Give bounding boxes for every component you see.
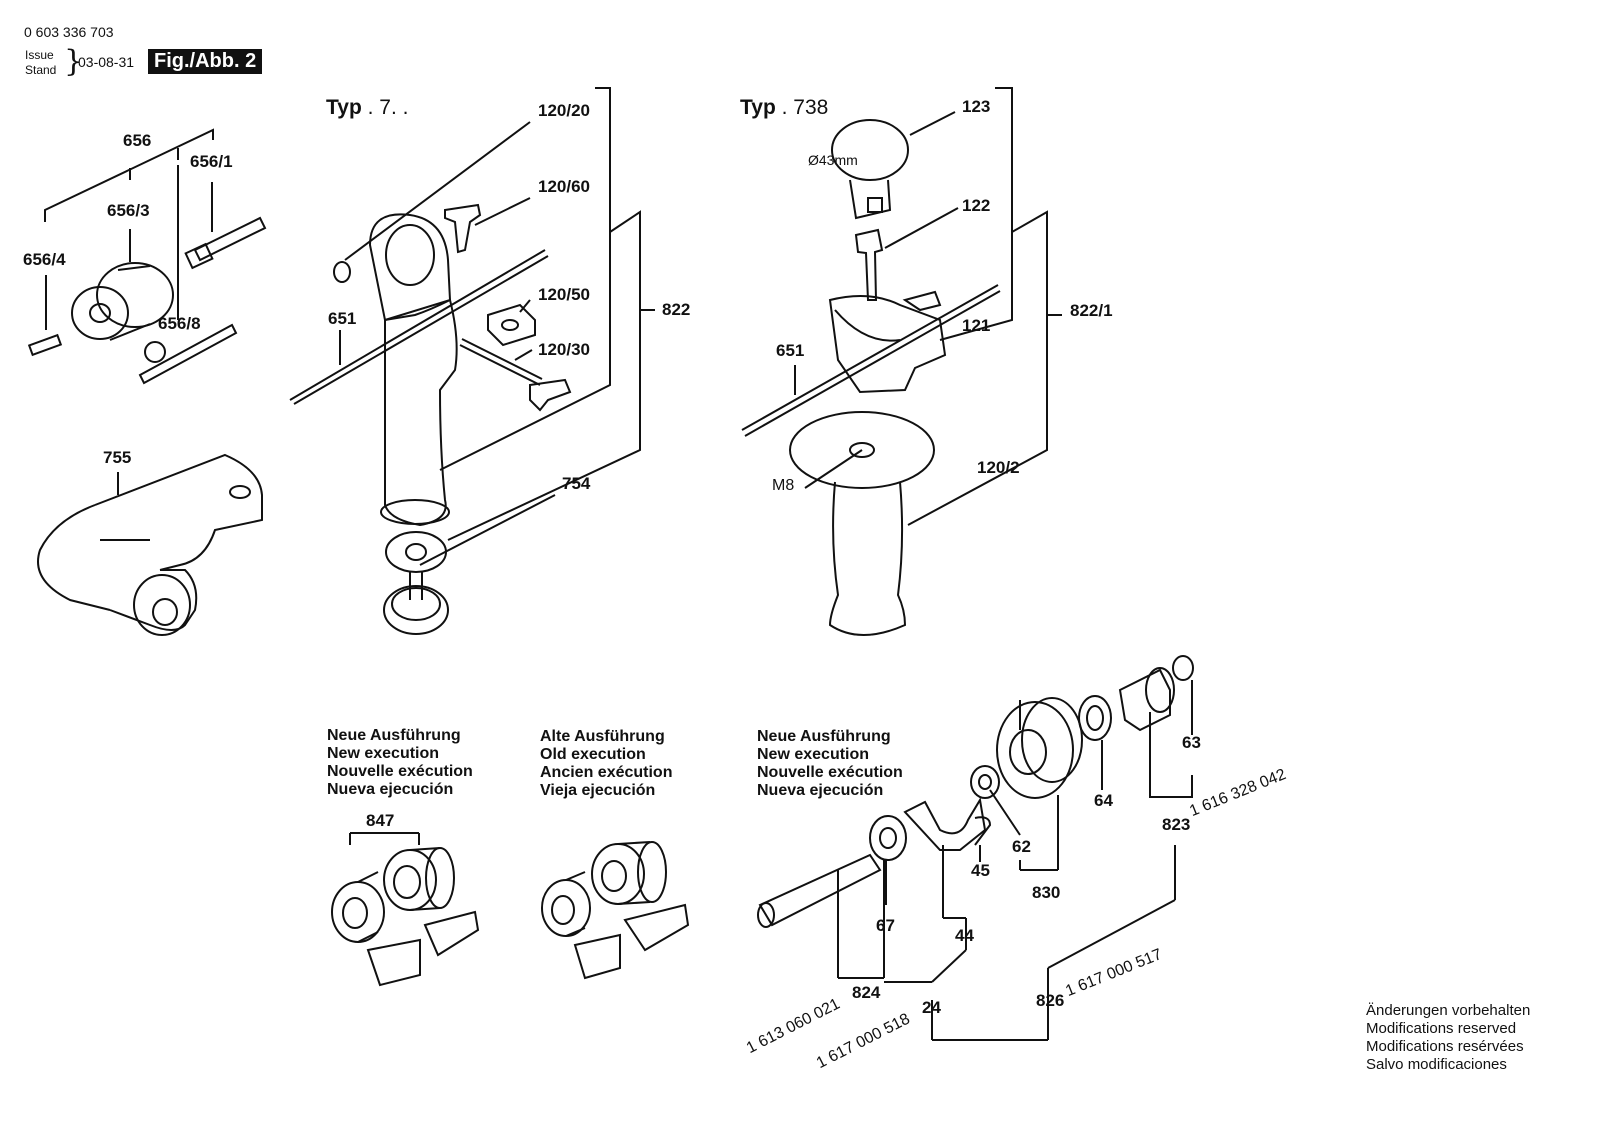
diameter-label: Ø43mm	[808, 152, 858, 168]
part-label-45: 45	[971, 861, 990, 880]
thread-label-m8: M8	[772, 477, 795, 494]
bracket-822	[440, 88, 655, 540]
issue-label: Issue	[25, 48, 54, 62]
part-label-651-right: 651	[776, 341, 805, 360]
part-label-826: 826	[1036, 991, 1065, 1010]
bracket-822-1	[908, 88, 1062, 525]
chuck-656-3	[72, 263, 173, 340]
bracket-656	[45, 130, 213, 222]
part-label-822-1: 822/1	[1070, 301, 1113, 320]
part-label-656: 656	[123, 131, 152, 150]
part-label-44: 44	[955, 926, 974, 945]
handle-assembly-7	[290, 205, 570, 634]
bushing-set-new	[332, 848, 478, 985]
part-label-656-4: 656/4	[23, 250, 66, 269]
part-label-62: 62	[1012, 837, 1031, 856]
part-number: 0 603 336 703	[24, 24, 114, 40]
part-label-64: 64	[1094, 791, 1113, 810]
part-label-656-3: 656/3	[107, 201, 150, 220]
part-label-63: 63	[1182, 733, 1201, 752]
brace-glyph: }	[64, 44, 84, 79]
part-label-120-2: 120/2	[977, 458, 1020, 477]
type-label-right: Typ . 738	[740, 96, 829, 119]
part-label-822: 822	[662, 300, 691, 319]
part-label-121: 121	[962, 316, 991, 335]
part-label-122: 122	[962, 196, 991, 215]
shank-656-1	[186, 218, 265, 268]
screw-656-4	[29, 335, 61, 355]
part-label-24: 24	[922, 998, 941, 1017]
part-label-120-30: 120/30	[538, 340, 590, 359]
part-label-830: 830	[1032, 883, 1061, 902]
issue-date: 03-08-31	[78, 54, 135, 70]
part-label-67: 67	[876, 916, 895, 935]
handle-assembly-738	[742, 120, 1000, 635]
part-label-651-left: 651	[328, 309, 357, 328]
part-label-823: 823	[1162, 815, 1191, 834]
part-label-755: 755	[103, 448, 132, 467]
key-656-8	[140, 325, 236, 383]
angle-attachment-755	[38, 455, 262, 635]
part-label-847: 847	[366, 811, 395, 830]
part-label-656-1: 656/1	[190, 152, 233, 171]
type-label-left: Typ . 7. .	[326, 96, 409, 119]
part-label-120-50: 120/50	[538, 285, 590, 304]
part-label-656-8: 656/8	[158, 314, 201, 333]
gear-assembly	[758, 656, 1193, 927]
figure-label: Fig./Abb. 2	[148, 49, 263, 74]
part-label-120-20: 120/20	[538, 101, 590, 120]
part-label-754: 754	[562, 474, 591, 493]
part-label-824: 824	[852, 983, 881, 1002]
part-label-120-60: 120/60	[538, 177, 590, 196]
part-label-123: 123	[962, 97, 991, 116]
bushing-set-old	[542, 842, 688, 978]
stand-label: Stand	[25, 63, 57, 77]
